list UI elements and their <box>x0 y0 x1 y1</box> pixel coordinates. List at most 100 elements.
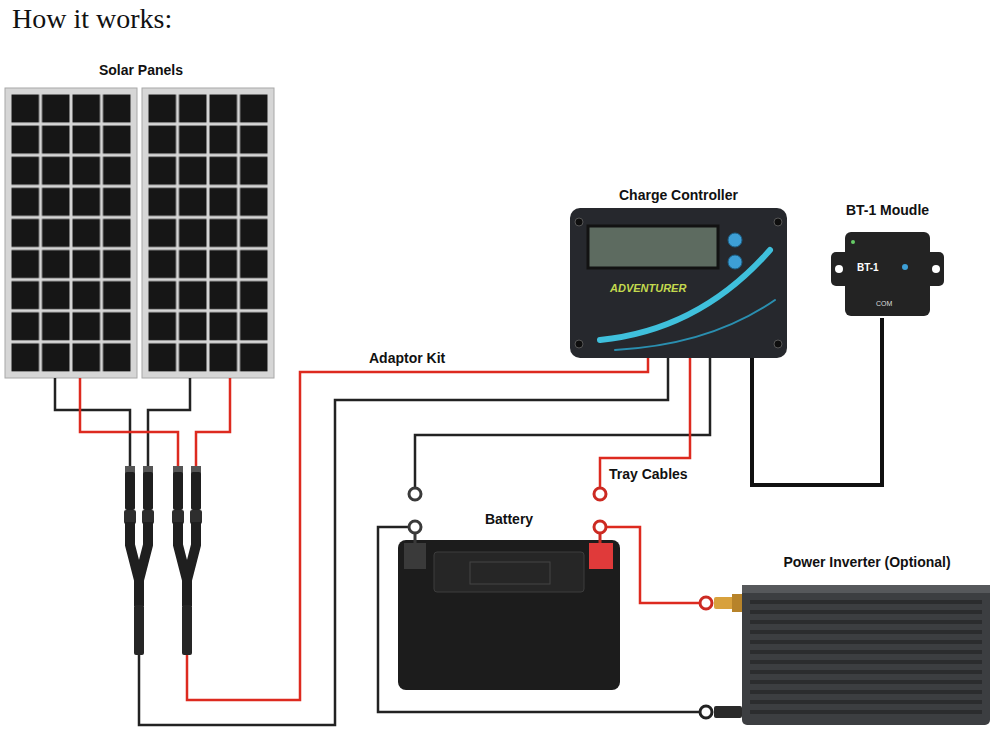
panel-wire <box>138 655 141 665</box>
wire <box>139 358 668 725</box>
mount-hole <box>932 265 940 273</box>
label-anchor: BT-1 <box>857 262 879 274</box>
controller-button <box>728 255 742 269</box>
inverter-top <box>742 585 990 593</box>
screw-hole <box>575 218 583 226</box>
panel-frame <box>5 88 137 378</box>
post-nut <box>732 594 742 612</box>
cooling-fin <box>750 640 982 644</box>
device-heading: Power Inverter (Optional) <box>742 554 992 570</box>
wire <box>415 358 710 482</box>
cooling-fin <box>750 610 982 614</box>
mc4-connector <box>172 510 184 524</box>
ring-terminal <box>594 521 606 533</box>
negative-post <box>714 706 742 718</box>
device-heading: Solar Panels <box>5 62 277 78</box>
cooling-fin <box>750 710 982 714</box>
mc4-connector <box>190 510 202 524</box>
label-anchor: Adaptor Kit <box>366 350 448 366</box>
cooling-fin <box>750 690 982 694</box>
wire <box>378 527 700 712</box>
device-node: Solar Panels <box>5 62 277 665</box>
device-node: Power Inverter (Optional) <box>700 550 992 727</box>
screw-hole <box>774 340 782 348</box>
lcd-screen <box>588 226 718 268</box>
cooling-fin <box>750 630 982 634</box>
ring-terminal <box>700 597 712 609</box>
ring-terminal <box>594 488 606 500</box>
module-body <box>845 232 930 316</box>
label-anchor: ADVENTURER <box>610 282 686 295</box>
cooling-fin <box>750 620 982 624</box>
battery-lid <box>434 552 584 592</box>
bluetooth-mark <box>902 264 908 270</box>
diagram-title: How it works: <box>12 3 172 35</box>
cooling-fin <box>750 600 982 604</box>
mc4-connector <box>124 510 136 524</box>
title-anchor: How it works: <box>12 3 172 35</box>
wire-connector <box>139 358 668 725</box>
mc4-connector <box>134 605 144 655</box>
ring-terminal <box>700 706 712 718</box>
wire <box>187 358 648 700</box>
wire-connector <box>378 527 700 712</box>
mc4-connector <box>125 472 135 510</box>
ring-lead <box>398 526 409 529</box>
cooling-fin <box>750 660 982 664</box>
device-node: Battery <box>398 482 620 690</box>
device-text: BT-1 <box>857 262 879 274</box>
cooling-fin <box>750 700 982 704</box>
positive-post <box>589 543 613 569</box>
device-heading: BT-1 Moudle <box>830 202 945 218</box>
panel-wire <box>55 378 130 470</box>
device-heading: Charge Controller <box>570 187 787 203</box>
mc4-connector <box>142 510 154 524</box>
ring-terminal <box>409 521 421 533</box>
mount-hole <box>835 265 843 273</box>
cooling-fin <box>750 650 982 654</box>
controller-body <box>570 208 787 358</box>
panel-wire <box>196 378 230 470</box>
wire-connector <box>415 358 710 482</box>
branch-connector <box>182 578 192 606</box>
mc4-connector <box>173 472 183 510</box>
mc4-connector <box>143 472 153 510</box>
screw-hole <box>575 340 583 348</box>
device-text: COM <box>876 299 892 308</box>
wire <box>600 358 690 482</box>
branch-connector <box>178 522 196 580</box>
cooling-fin <box>750 680 982 684</box>
logo-swoosh <box>600 250 770 340</box>
label-anchor: COM <box>876 299 892 308</box>
device-node: Charge Controller <box>570 185 787 358</box>
ring-lead <box>606 526 620 529</box>
branch-connector <box>134 578 144 606</box>
wire-label: Tray Cables <box>606 466 691 482</box>
wire-connector <box>752 318 882 485</box>
wire-label: Adaptor Kit <box>366 350 448 366</box>
mc4-connector <box>182 605 192 655</box>
screw-hole <box>774 218 782 226</box>
panel-frame <box>142 88 274 378</box>
wire <box>620 527 700 603</box>
panel-wire <box>186 655 189 665</box>
label-anchor: Tray Cables <box>606 466 691 482</box>
panel-cells <box>10 93 132 373</box>
battery-body <box>398 540 620 690</box>
device-heading: Battery <box>438 511 580 527</box>
negative-post <box>404 543 426 569</box>
controller-button <box>728 233 742 247</box>
ring-terminal <box>409 488 421 500</box>
mc4-connector <box>191 472 201 510</box>
device-text: ADVENTURER <box>610 282 686 295</box>
panel-wire <box>80 378 178 470</box>
status-led <box>851 240 855 244</box>
logo-swoosh <box>615 300 775 350</box>
cooling-fin <box>750 670 982 674</box>
panel-cells <box>147 93 269 373</box>
